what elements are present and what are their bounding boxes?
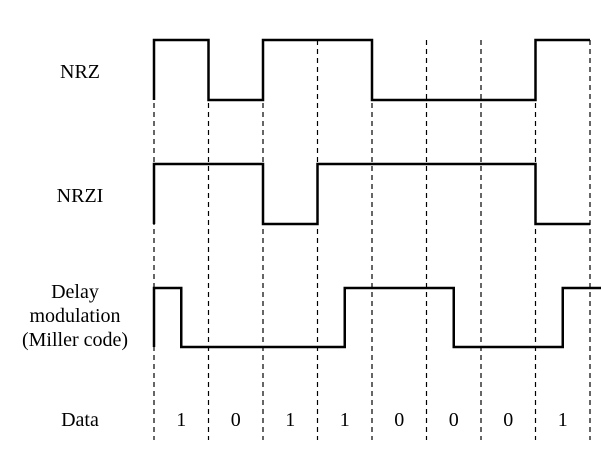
data-bit: 1 bbox=[557, 409, 568, 431]
nrz-label-text: NRZ bbox=[60, 61, 100, 83]
data-bit: 1 bbox=[339, 409, 350, 431]
nrz-waveform bbox=[152, 38, 590, 102]
nrzi-waveform bbox=[152, 162, 590, 226]
miller-label-line-3: (Miller code) bbox=[21, 329, 129, 351]
bit-boundary-lines bbox=[153, 40, 591, 440]
data-bit: 0 bbox=[503, 409, 514, 431]
nrz-label: NRZ bbox=[30, 60, 130, 84]
data-bit: 0 bbox=[230, 409, 241, 431]
data-bit: 1 bbox=[176, 409, 187, 431]
data-bit: 1 bbox=[285, 409, 296, 431]
miller-label-line-1: Delay bbox=[51, 281, 99, 303]
data-bit: 0 bbox=[394, 409, 405, 431]
data-bit: 0 bbox=[448, 409, 459, 431]
data-label: Data bbox=[30, 408, 130, 432]
data-label-text: Data bbox=[61, 409, 99, 431]
miller-waveform bbox=[152, 286, 601, 349]
miller-label: Delay modulation (Miller code) bbox=[0, 280, 150, 352]
miller-label-line-2: modulation bbox=[29, 305, 121, 327]
nrzi-label: NRZI bbox=[30, 184, 130, 208]
nrzi-label-text: NRZI bbox=[56, 185, 104, 207]
